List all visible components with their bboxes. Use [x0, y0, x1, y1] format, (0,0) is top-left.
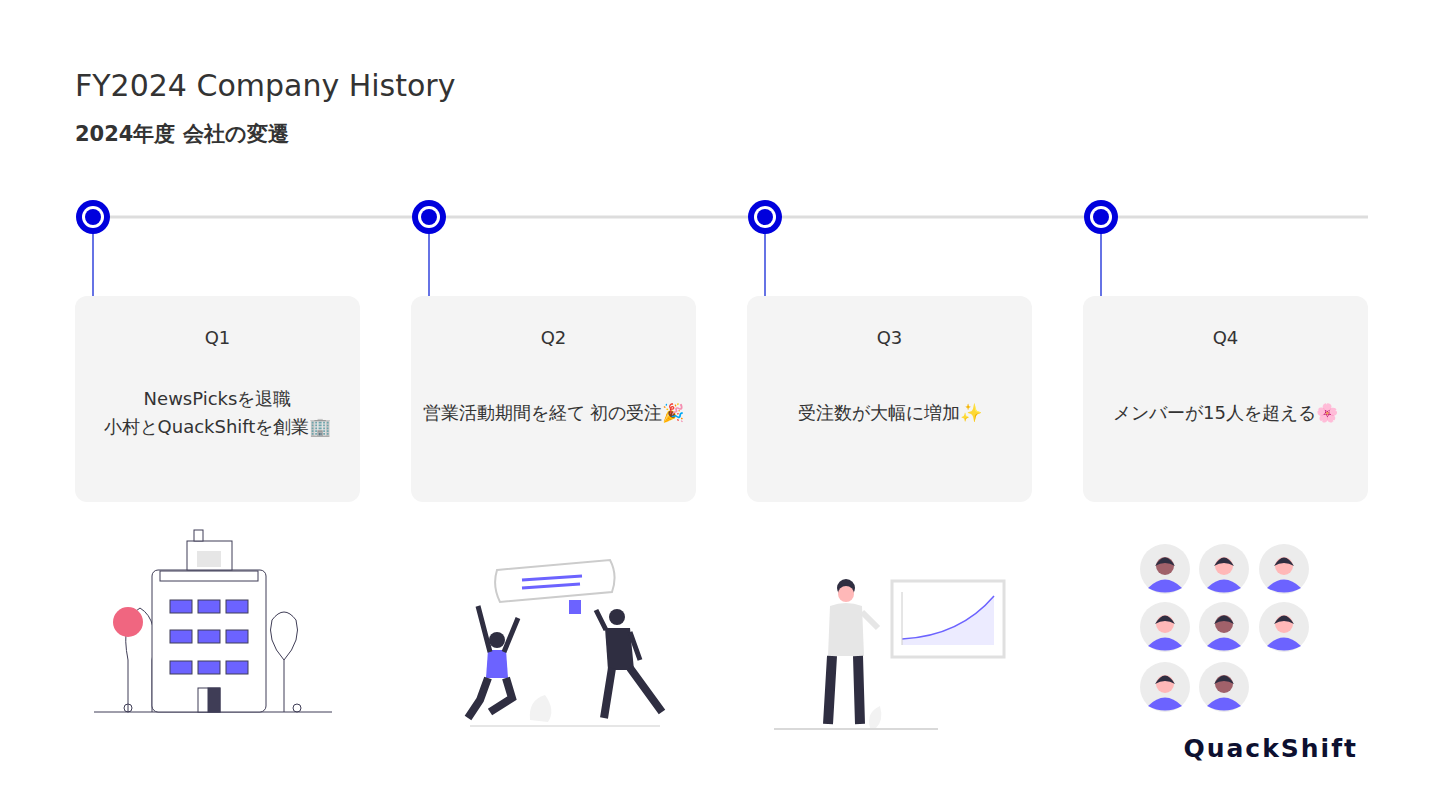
timeline-card: Q3 受注数が大幅に増加✨	[747, 296, 1032, 502]
members-illustration	[1140, 544, 1309, 712]
milestone-text: 受注数が大幅に増加✨	[798, 399, 982, 427]
timeline-card: Q1NewsPicksを退職 小村とQuackShiftを創業🏢	[75, 296, 360, 502]
celebration-illustration	[468, 560, 662, 726]
timeline-card: Q4 メンバーが15人を超える🌸	[1083, 296, 1368, 502]
subtitle: 2024年度 会社の変遷	[75, 120, 289, 148]
company-logo: QuackShift	[1183, 734, 1358, 763]
timeline-line	[93, 216, 1368, 219]
card-body-area: 営業活動期間を経て 初の受注🎉	[421, 350, 686, 476]
timeline-card: Q2 営業活動期間を経て 初の受注🎉	[411, 296, 696, 502]
growth-illustration	[774, 579, 1004, 729]
card-body-area: 受注数が大幅に増加✨	[757, 350, 1022, 476]
quarter-label: Q3	[877, 326, 903, 350]
milestone-text: 営業活動期間を経て 初の受注🎉	[423, 399, 685, 427]
timeline-markers	[76, 200, 1118, 296]
milestone-text: メンバーが15人を超える🌸	[1113, 399, 1338, 427]
card-body-area: NewsPicksを退職 小村とQuackShiftを創業🏢	[85, 350, 350, 476]
quarter-label: Q2	[541, 326, 567, 350]
milestone-text: NewsPicksを退職 小村とQuackShiftを創業🏢	[87, 385, 349, 441]
quarter-label: Q4	[1213, 326, 1239, 350]
card-body-area: メンバーが15人を超える🌸	[1093, 350, 1358, 476]
quarter-label: Q1	[205, 326, 231, 350]
building-illustration	[94, 530, 332, 712]
page-title: FY2024 Company History	[75, 68, 455, 103]
